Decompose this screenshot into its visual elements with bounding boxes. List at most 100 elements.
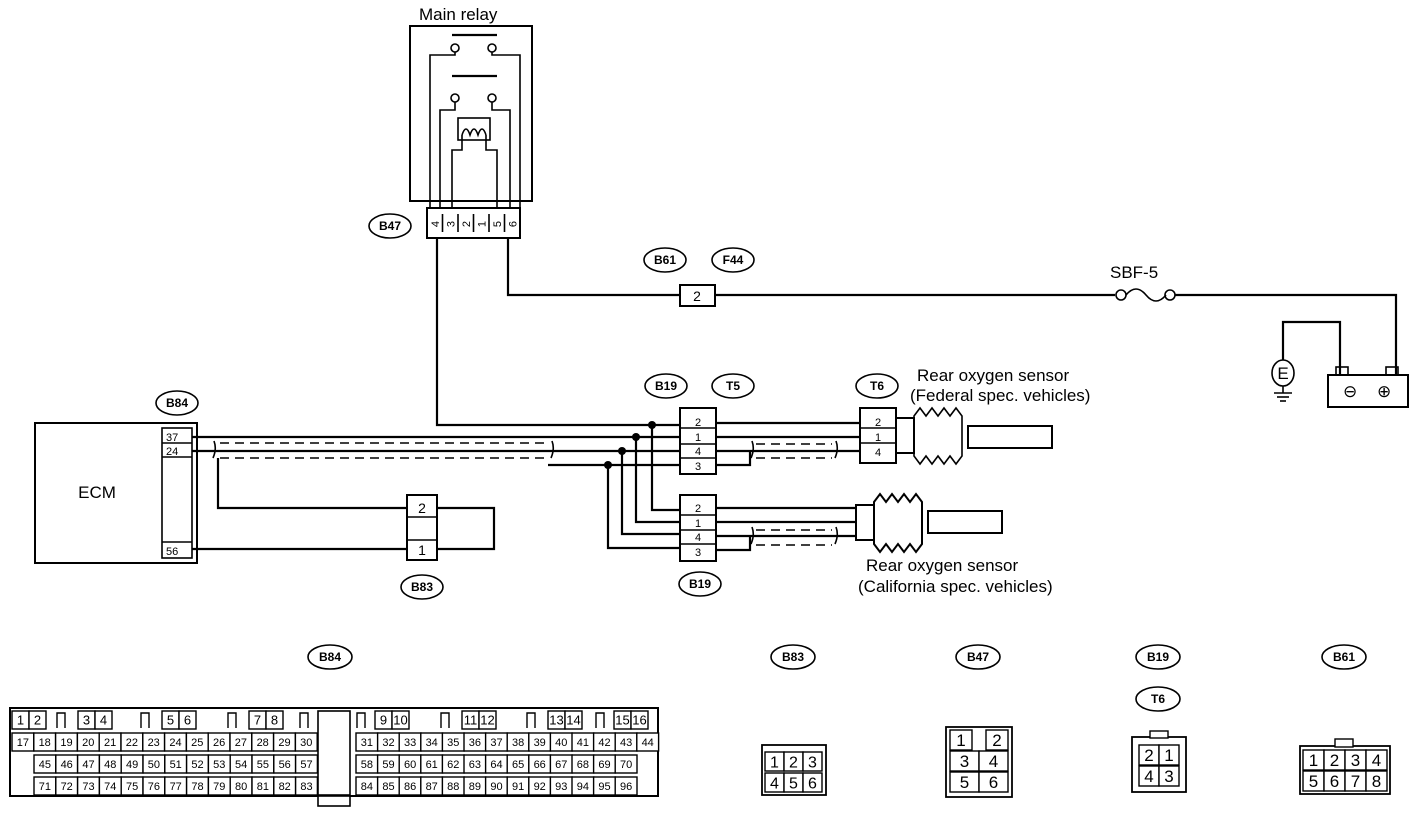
b19-low-body: [679, 494, 717, 562]
b84-key-notch: [299, 712, 309, 728]
b84-pin: 89: [469, 781, 481, 793]
b84-pin: 84: [361, 781, 373, 793]
t5-pin: 2: [695, 417, 701, 429]
b84-pin: 77: [170, 781, 182, 793]
b47-relay-pin: 4: [430, 221, 442, 227]
b83-cell: [802, 751, 823, 772]
b83-pin: 6: [808, 775, 817, 792]
b84-cell: [614, 776, 638, 796]
b19-pin: 4: [1144, 767, 1153, 786]
b84-pin: 39: [534, 737, 546, 749]
b61-pin: 5: [1309, 772, 1318, 791]
b47-pin: 3: [960, 752, 969, 771]
b47-cell: [985, 729, 1009, 751]
t5-pin: 1: [695, 432, 701, 444]
relay-coil-wire: [451, 135, 463, 208]
b84-cell: [564, 710, 583, 730]
b84-key-notch: [526, 712, 536, 728]
b84-key-notch: [56, 712, 66, 728]
b84-pin: 2: [34, 713, 41, 728]
ecm-body: [34, 422, 198, 564]
b47-pin: 1: [956, 731, 965, 750]
b84-pin: 5: [167, 713, 174, 728]
b61-view-tag: B61: [1321, 644, 1367, 670]
b84-key-notch: [356, 712, 366, 728]
b84-pin: 81: [257, 781, 269, 793]
f44-tag-text: F44: [723, 253, 744, 267]
relay-internal-wire: [491, 52, 521, 208]
b84-pin: 15: [615, 713, 629, 728]
b84-pin: 34: [426, 737, 438, 749]
b84-pin: 17: [17, 737, 29, 749]
b61-pin: 6: [1330, 772, 1339, 791]
b84-cell: [28, 710, 47, 730]
b84-pin: 93: [555, 781, 567, 793]
t5-pin: 3: [695, 461, 701, 473]
b84-pin: 51: [170, 759, 182, 771]
relay-internal-wire: [491, 102, 511, 208]
shield-fed: [756, 443, 832, 459]
b84-pin: 53: [213, 759, 225, 771]
b84-pin: 13: [549, 713, 563, 728]
b19-top-tag-text: B19: [655, 379, 677, 393]
b84-pin: 29: [278, 737, 290, 749]
b61-pin: 3: [1351, 751, 1360, 770]
branch-heater: [650, 425, 680, 512]
t5-tag-text: T5: [726, 379, 740, 393]
t6-tag-text: T6: [870, 379, 884, 393]
b84-pin: 11: [464, 713, 478, 728]
shield-ground-wire: [216, 458, 407, 510]
b84-pin: 24: [169, 737, 181, 749]
b83-jumper: [437, 506, 496, 551]
b47-pin: 6: [989, 773, 998, 792]
b84-pin: 16: [632, 713, 646, 728]
b84-pin: 57: [300, 759, 312, 771]
b84-pin: 30: [300, 737, 312, 749]
t6-pin: 4: [875, 447, 881, 459]
b84-pin: 23: [148, 737, 160, 749]
b84-pin: 37: [490, 737, 502, 749]
b84-pin: 18: [39, 737, 51, 749]
b84-pin: 27: [235, 737, 247, 749]
b84-cell: [636, 732, 660, 752]
t5-pin: 4: [695, 446, 701, 458]
b84-pin: 79: [213, 781, 225, 793]
b83-connector: 2 1: [406, 494, 496, 561]
b61-pin: 2: [1330, 751, 1339, 770]
b61-cell: [1365, 770, 1388, 792]
b84-cell: [630, 710, 649, 730]
b61-pin: 1: [1309, 751, 1318, 770]
b84-pin: 54: [235, 759, 247, 771]
ecm-pin-24: 24: [166, 446, 178, 458]
b84-pin: 12: [480, 713, 494, 728]
b84-pin: 72: [61, 781, 73, 793]
b84-cell: [265, 710, 284, 730]
b84-cell: [614, 754, 638, 774]
b83-connector-body: [406, 494, 438, 561]
b84-pin: 59: [382, 759, 394, 771]
b19-top-tag: B19: [644, 373, 688, 399]
b84-tag-text: B84: [166, 396, 188, 410]
b84-cell: [391, 710, 410, 730]
b84-tag: B84: [155, 390, 199, 416]
b84-pin: 78: [191, 781, 203, 793]
b84-pin: 58: [361, 759, 373, 771]
b61-pin: 2: [693, 288, 701, 304]
b84-pin: 14: [566, 713, 580, 728]
b84-pin: 41: [577, 737, 589, 749]
b84-pin: 20: [82, 737, 94, 749]
b84-pin: 8: [271, 713, 278, 728]
b19-pin: 3: [1164, 767, 1173, 786]
b84-pin: 25: [191, 737, 203, 749]
relay-internal-wire: [429, 52, 456, 208]
battery-plus: ⊕: [1377, 382, 1391, 401]
b19-bottom-tag: B19: [678, 571, 722, 597]
b47-tag-text: B47: [379, 219, 401, 233]
b84-key-notch: [140, 712, 150, 728]
shield-cal-ends: [750, 526, 839, 545]
b84-pin: 32: [382, 737, 394, 749]
b47-relay-pin: 6: [507, 221, 519, 227]
rear-sensor-california-line1: Rear oxygen sensor: [866, 556, 1018, 575]
